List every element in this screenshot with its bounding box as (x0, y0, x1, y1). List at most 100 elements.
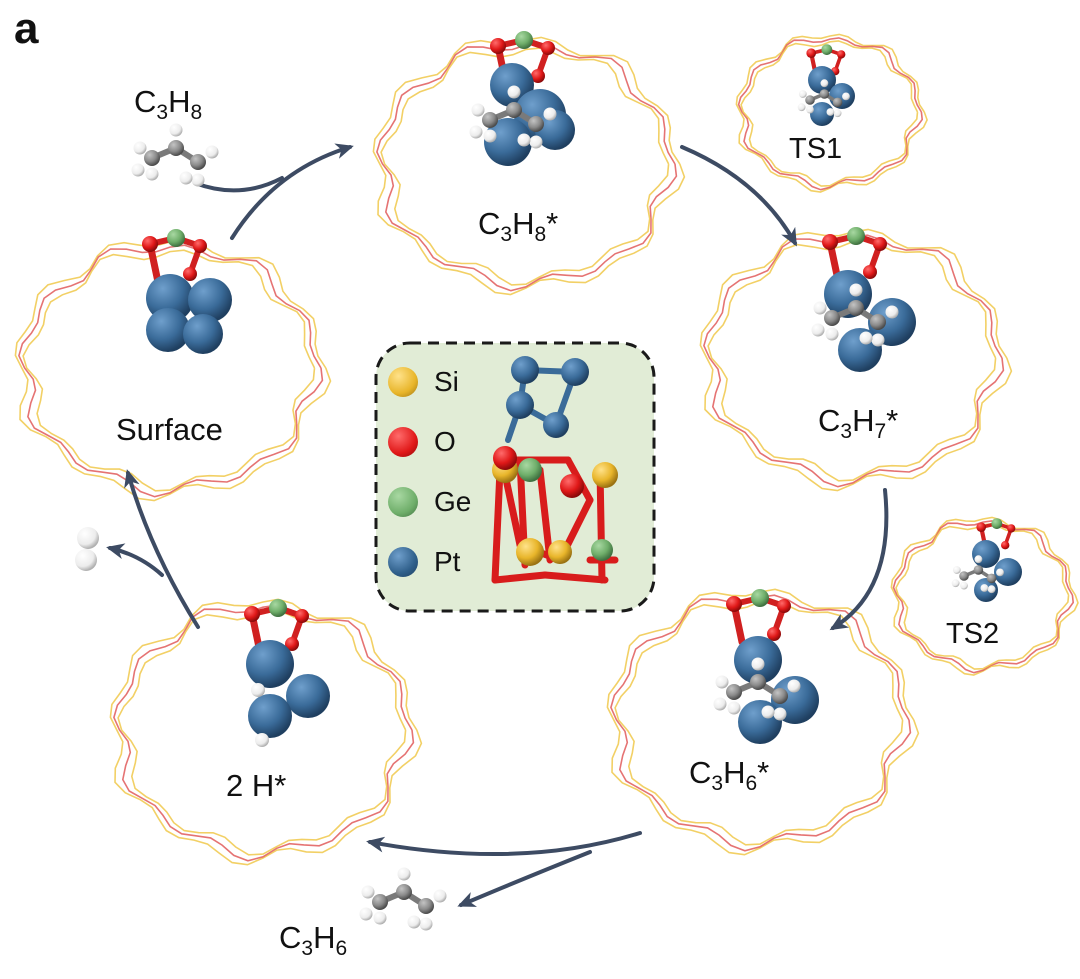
o-atom (806, 48, 816, 58)
hydrogen-atom (871, 333, 885, 347)
hydrogen-atom (131, 163, 145, 177)
carbon-atom (805, 95, 815, 105)
o-atom (863, 265, 877, 279)
hydrogen-atom (952, 566, 961, 574)
o-atom (531, 69, 545, 83)
hydrogen-atom (713, 697, 727, 711)
si-atom (516, 538, 544, 566)
hydrogen-atom (987, 585, 996, 594)
hydrogen-atom (798, 90, 807, 98)
o-atom (193, 239, 207, 253)
pt-atom (183, 314, 223, 354)
pt-atom (829, 83, 855, 109)
hydrogen-atom (833, 109, 842, 118)
ge-atom (591, 539, 613, 561)
molecular-models (142, 31, 1022, 747)
pt-atom-icon (388, 547, 418, 577)
hydrogen-atom (960, 581, 968, 590)
carbon-atom (819, 89, 830, 99)
o-atom (822, 234, 838, 250)
gas-molecules (75, 123, 447, 931)
hydrogen-atom (419, 917, 433, 931)
arrow-propane-in (193, 176, 284, 193)
zeolite-frameworks (14, 33, 1079, 866)
arrow-c3h8-to-c3h7 (680, 145, 797, 247)
hydrogen-atom (885, 305, 899, 319)
carbon-atom (144, 150, 160, 166)
carbon-atom (832, 97, 843, 108)
hydrogen-atom (469, 125, 483, 139)
legend-label-pt: Pt (434, 546, 461, 577)
legend-label-si: Si (434, 366, 459, 397)
carbon-atom (372, 894, 388, 910)
hydrogen-atom (727, 701, 741, 715)
ge-atom (847, 227, 865, 245)
label-propene-gas: C3H6 (279, 920, 348, 960)
o-atom (295, 609, 309, 623)
pt-atom (535, 110, 575, 150)
o-atom (873, 237, 887, 251)
label-ts2: TS2 (946, 618, 1000, 650)
ge-atom (991, 518, 1003, 529)
ge-atom (751, 589, 769, 607)
arrow-2h-to-surface (124, 469, 200, 629)
carbon-atom (528, 116, 544, 132)
si-atom-icon (388, 367, 418, 397)
model-c3h6-ads (713, 589, 819, 744)
ge-atom (269, 599, 287, 617)
carbon-atom (824, 310, 840, 326)
legend-label-o: O (434, 426, 456, 457)
hydrogen-atom (826, 108, 835, 116)
carbon-atom (396, 884, 412, 900)
hydrogen-atom (433, 889, 447, 903)
o-atom (493, 446, 517, 470)
hydrogen-atom (205, 145, 219, 159)
arrow-c3h6-to-2h (366, 831, 642, 857)
hydrogen-atom (251, 683, 265, 697)
framework-ring-c3h7 (699, 228, 1013, 492)
model-ts1 (797, 44, 855, 126)
framework-ring-c3h6 (606, 588, 920, 856)
hydrogen-atom (951, 579, 960, 588)
carbon-atom (959, 571, 969, 581)
hydrogen-atom (397, 867, 411, 881)
o-atom (142, 236, 158, 252)
pt-atom (810, 102, 834, 126)
pt-atom (286, 674, 330, 718)
carbon-atom (190, 154, 206, 170)
arrow-c3h7-to-c3h6 (829, 488, 889, 631)
o-atom (837, 50, 846, 59)
hydrogen-atom (471, 103, 485, 117)
ge-atom (518, 458, 542, 482)
model-2h-ads (244, 599, 330, 747)
hydrogen-atom (849, 283, 863, 297)
pt-atom (188, 278, 232, 322)
pt-atom (738, 700, 782, 744)
model-ts2 (951, 518, 1022, 602)
carbon-atom (418, 898, 434, 914)
panel-label: a (14, 4, 39, 53)
pt-atom (808, 66, 836, 94)
legend-o: O (388, 426, 456, 458)
pt-atom (994, 558, 1022, 586)
hydrogen-atom (859, 331, 873, 345)
label-propane-gas: C3H8 (134, 84, 203, 124)
carbon-atom (168, 140, 184, 156)
carbon-atom (986, 573, 997, 584)
hydrogen-atom (715, 675, 729, 689)
si-atom (592, 462, 618, 488)
hydrogen-atom (361, 885, 375, 899)
pt-atom (146, 308, 190, 352)
framework-ring-ts1 (735, 33, 928, 193)
hydrogen-atom (145, 167, 159, 181)
label-ts1: TS1 (789, 133, 843, 165)
hydrogen-atom (179, 171, 193, 185)
hydrogen-atom (751, 657, 765, 671)
carbon-atom (772, 688, 788, 704)
hydrogen-atom (255, 733, 269, 747)
si-atom (548, 540, 572, 564)
hydrogen-atom (787, 679, 801, 693)
model-surface (142, 229, 232, 354)
hydrogen-atom (191, 173, 205, 187)
hydrogen-atom (169, 123, 183, 137)
